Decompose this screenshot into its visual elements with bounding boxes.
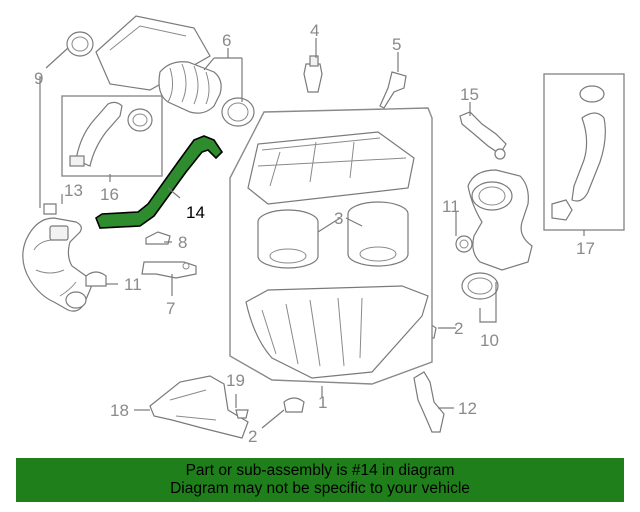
callout-19: 19 bbox=[226, 371, 245, 390]
callout-10: 10 bbox=[480, 331, 499, 350]
sensor-part-4 bbox=[303, 55, 323, 93]
callout-11-left: 11 bbox=[124, 275, 142, 294]
throttle-duct-part bbox=[22, 203, 92, 312]
callout-14: 14 bbox=[186, 203, 205, 222]
box-16 bbox=[61, 95, 163, 177]
shield-part-18 bbox=[149, 375, 249, 439]
callout-3: 3 bbox=[334, 209, 343, 228]
air-cleaner-assembly-box bbox=[229, 107, 433, 385]
pushpin-part-19 bbox=[235, 409, 249, 419]
callout-2-bottom: 2 bbox=[248, 427, 257, 446]
callout-5: 5 bbox=[392, 35, 401, 54]
bracket-part-12 bbox=[413, 371, 445, 433]
callout-18: 18 bbox=[110, 401, 129, 420]
callout-8: 8 bbox=[178, 233, 187, 252]
callout-2-right: 2 bbox=[454, 319, 463, 338]
callout-6: 6 bbox=[222, 31, 231, 50]
resonator-part bbox=[95, 15, 255, 127]
callout-16: 16 bbox=[100, 185, 119, 204]
banner-line-1: Part or sub-assembly is #14 in diagram bbox=[185, 462, 455, 479]
sensor-part-5 bbox=[379, 71, 407, 109]
callout-4: 4 bbox=[310, 21, 319, 40]
parts-diagram: 9 6 4 5 15 13 16 14 3 11 17 8 11 7 2 10 … bbox=[22, 15, 625, 446]
clip-part-11-right bbox=[455, 235, 473, 253]
hose-part-15 bbox=[459, 111, 507, 160]
box-17 bbox=[543, 73, 625, 231]
highlighted-hose-part-14 bbox=[95, 135, 224, 229]
banner-line-2: Diagram may not be specific to your vehi… bbox=[170, 480, 470, 497]
leader-lines bbox=[39, 38, 585, 429]
grommet-part-8 bbox=[145, 231, 171, 245]
inlet-part-10 bbox=[461, 169, 533, 300]
callout-9: 9 bbox=[34, 69, 43, 88]
callout-11-right: 11 bbox=[442, 197, 460, 216]
callout-17: 17 bbox=[576, 239, 595, 258]
bracket-part-7 bbox=[141, 261, 197, 279]
callout-13: 13 bbox=[64, 181, 83, 200]
clamp-part bbox=[66, 31, 94, 57]
callout-15: 15 bbox=[460, 85, 479, 104]
clip-part-11-left bbox=[85, 271, 107, 287]
plug-part-2-bottom bbox=[283, 397, 305, 413]
info-banner: Part or sub-assembly is #14 in diagram D… bbox=[16, 458, 624, 502]
callout-1: 1 bbox=[318, 393, 327, 412]
callout-12: 12 bbox=[458, 399, 477, 418]
callout-7: 7 bbox=[166, 299, 175, 318]
